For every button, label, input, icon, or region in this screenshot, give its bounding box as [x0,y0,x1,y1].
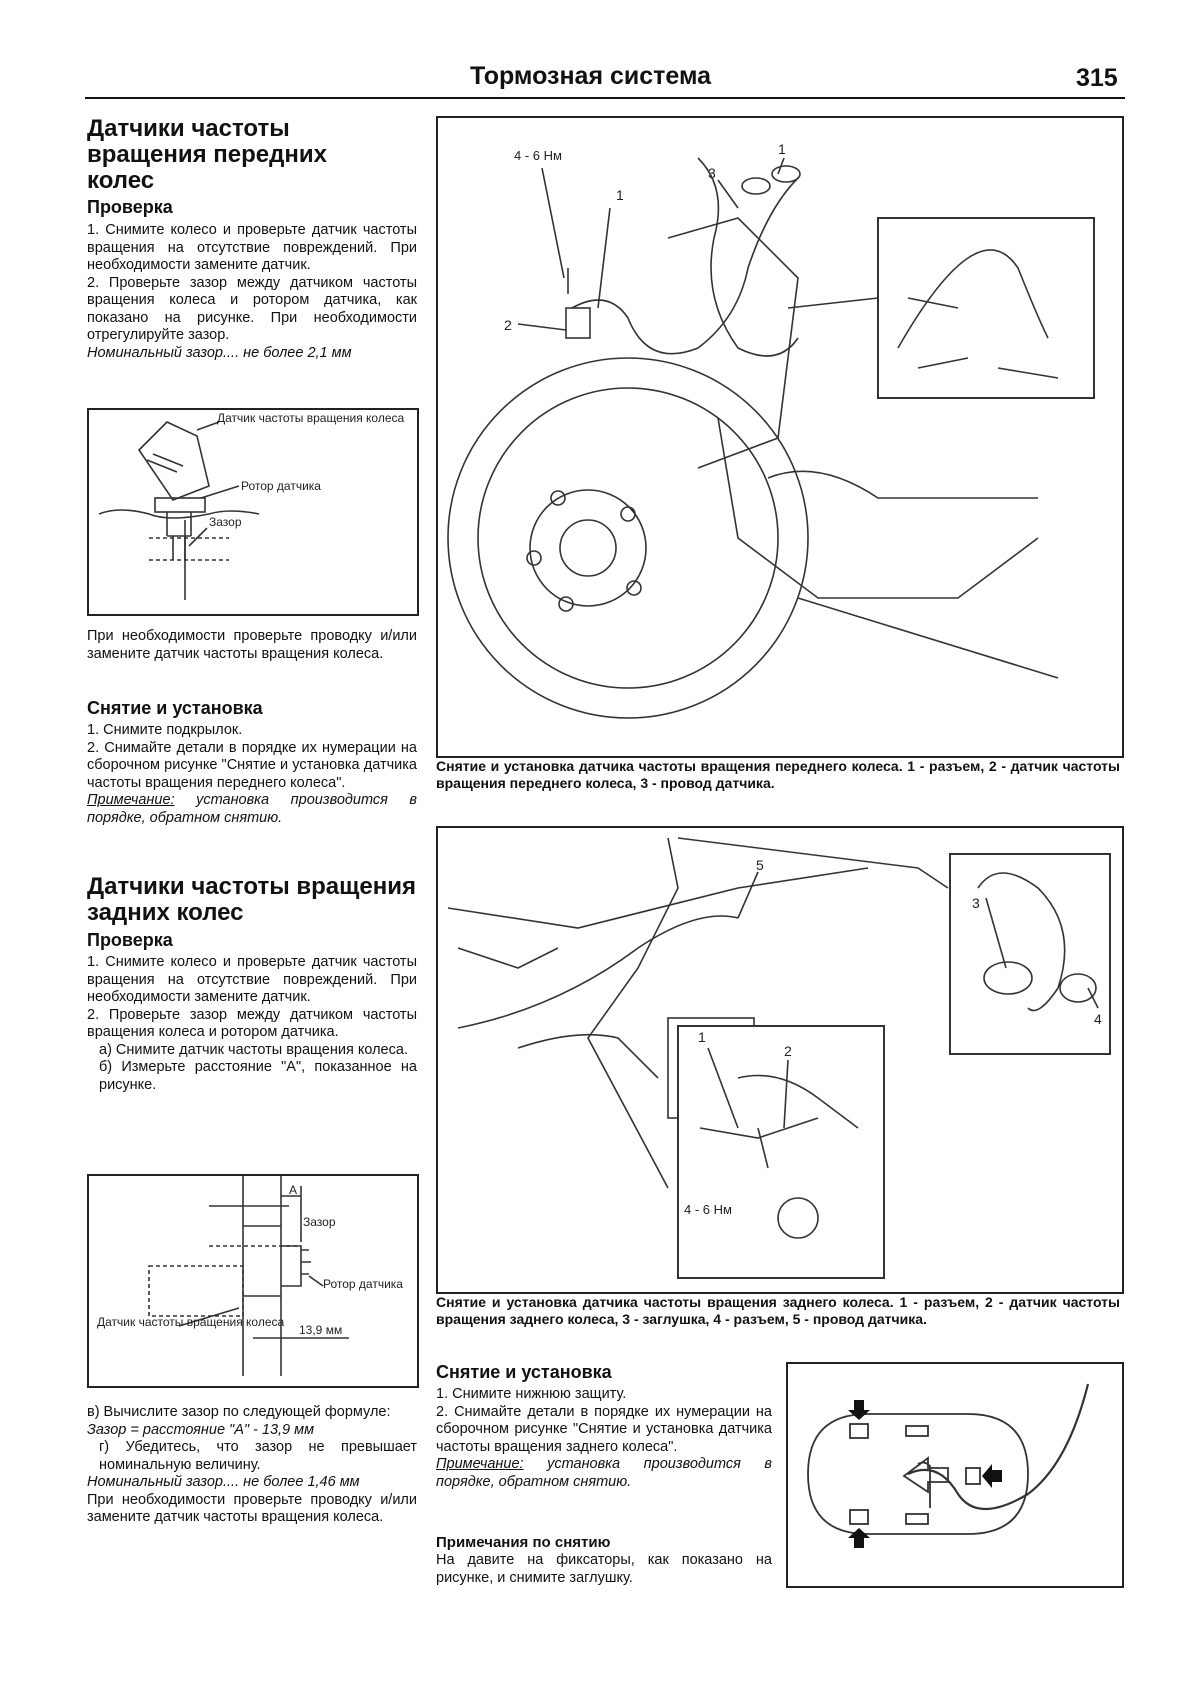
front-note-text: установка производится в порядке, обратн… [87,792,417,826]
rear-removal-text: 1. Снимите нижнюю защиту. 2. Снимайте де… [436,1386,772,1491]
running-title: Тормозная система [470,62,712,90]
rear-removal-p2: 2. Снимайте детали в порядке их нумераци… [436,1403,772,1455]
rear-assembly-drawing: 5 1 2 3 4 4 - 6 Нм [447,837,1111,1279]
rear-torque-label: 4 - 6 Нм [684,1202,732,1217]
rear-assembly-caption: Снятие и установка датчика частоты враще… [436,1294,1120,1327]
rear-removal-p1: 1. Снимите нижнюю защиту. [436,1386,627,1402]
rear-gap-label-gap: Зазор [303,1215,336,1229]
front-torque-label: 4 - 6 Нм [514,148,562,163]
rear-formula: Зазор = расстояние "А" - 13,9 мм [87,1421,315,1438]
rear-callout-3: 3 [972,895,980,911]
rear-check-p2: 2. Проверьте зазор между датчиком частот… [87,1006,417,1041]
rear-removal-notes-heading: Примечания по снятию [436,1534,611,1551]
front-removal-heading: Снятие и установка [87,698,263,718]
front-note-label: Примечание: [87,792,175,808]
plug-figure [786,1362,1124,1588]
front-removal-p2: 2. Снимайте детали в порядке их нумераци… [87,739,417,791]
rear-after-text: в) Вычислите зазор по следующей формуле:… [87,1404,417,1527]
rear-check-text: 1. Снимите колесо и проверьте датчик час… [87,954,417,1094]
page-number: 315 [1076,64,1118,92]
front-callout-2: 2 [504,317,512,333]
header-rule [85,97,1125,99]
front-check-p1: 1. Снимите колесо и проверьте датчик час… [87,222,417,273]
rear-removal-notes-text: На давите на фиксаторы, как показано на … [436,1552,772,1586]
rear-gap-drawing: A Зазор Ротор датчика Датчик частоты вра… [97,1176,403,1376]
front-gap-label-sensor: Датчик частоты вращения колеса [217,411,404,425]
front-callout-1: 1 [616,187,624,203]
rear-gap-label-rotor: Ротор датчика [323,1277,403,1291]
rear-gap-label-sensor: Датчик частоты вращения колеса [97,1315,284,1329]
plug-drawing [807,1383,1090,1548]
rear-callout-2: 2 [784,1043,792,1059]
rear-check-p1: 1. Снимите колесо и проверьте датчик час… [87,954,417,1005]
rear-gap-figure: A Зазор Ротор датчика Датчик частоты вра… [87,1174,419,1388]
front-check-heading: Проверка [87,197,173,217]
front-gap-label-rotor: Ротор датчика [241,479,321,493]
front-callout-3: 3 [708,165,716,181]
front-removal-text: 1. Снимите подкрылок. 2. Снимайте детали… [87,722,417,827]
front-gap-drawing: Датчик частоты вращения колеса Ротор дат… [98,411,404,600]
front-section-heading: Датчики частоты вращения передних колес [87,115,327,194]
rear-gap-label-a: A [289,1183,297,1197]
rear-assembly-figure: 5 1 2 3 4 4 - 6 Нм [436,826,1124,1294]
front-assembly-caption: Снятие и установка датчика частоты враще… [436,758,1120,791]
rear-after-final: При необходимости проверьте проводку и/и… [87,1491,417,1526]
rear-note-label: Примечание: [436,1456,524,1472]
rear-check-heading: Проверка [87,930,173,950]
rear-callout-5: 5 [756,857,764,873]
rear-after-pv: в) Вычислите зазор по следующей формуле: [87,1404,391,1420]
front-nominal-gap: Номинальный зазор.... не более 2,1 мм [87,344,352,361]
rear-callout-1: 1 [698,1029,706,1045]
front-assembly-drawing: 4 - 6 Нм 1 2 3 1 [447,141,1095,719]
rear-after-pg: г) Убедитесь, что зазор не превышает ном… [99,1439,417,1473]
rear-callout-4: 4 [1094,1011,1102,1027]
rear-check-pa: а) Снимите датчик частоты вращения колес… [99,1041,408,1058]
front-removal-p1: 1. Снимите подкрылок. [87,722,243,738]
rear-nominal-gap: Номинальный зазор.... не более 1,46 мм [87,1474,360,1490]
rear-note-text: установка производится в порядке, обратн… [436,1456,772,1490]
front-assembly-figure: 4 - 6 Нм 1 2 3 1 [436,116,1124,758]
front-gap-label-gap: Зазор [209,515,242,529]
front-callout-1b: 1 [778,141,786,157]
front-after-fig-text: При необходимости проверьте проводку и/и… [87,628,417,662]
front-check-p2: 2. Проверьте зазор между датчиком частот… [87,274,417,344]
rear-check-pb: б) Измерьте расстояние "А", показанное н… [99,1059,417,1093]
rear-section-heading: Датчики частоты вращения задних колес [87,873,416,926]
rear-gap-label-dim: 13,9 мм [299,1323,342,1337]
front-check-text: 1. Снимите колесо и проверьте датчик час… [87,222,417,362]
front-gap-figure: Датчик частоты вращения колеса Ротор дат… [87,408,419,616]
rear-removal-heading: Снятие и установка [436,1362,612,1382]
